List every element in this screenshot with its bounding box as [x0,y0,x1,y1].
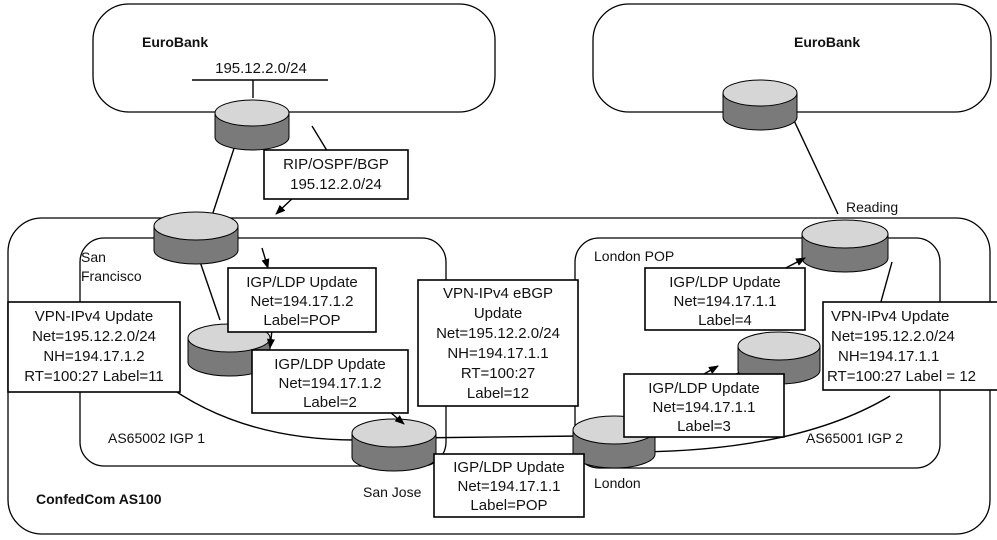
rip-update-line: 195.12.2.0/24 [290,176,382,193]
eurobank-right-label: EuroBank [794,34,860,50]
eurobank-site-left [92,3,496,113]
rip-update-box [263,149,409,200]
arrow-sf-igp [261,247,270,269]
rip-update-line: RIP/OSPF/BGP [283,156,389,173]
san-francisco-label-2: Francisco [81,268,142,284]
igp-mid-left-line: Label=2 [303,394,357,411]
igp-sf-line: Net=194.17.1.2 [250,293,353,310]
provider-label: ConfedCom AS100 [36,491,162,507]
san-francisco-label-1: San [81,249,106,265]
igp-update-box-sf [227,267,377,333]
vpn-center-line: Label=12 [467,385,529,402]
link-sanjose-london [409,435,583,439]
router-san-francisco [153,211,239,265]
igp-update-box-london [623,373,785,438]
igp-bottom-line: Net=194.17.1.1 [457,478,560,495]
igp-update-box-reading [644,267,806,331]
vpn-update-box-right [822,301,997,391]
eurobank-left-label: EuroBank [142,34,208,50]
igp-sf-line: Label=POP [263,312,340,329]
vpn-right-line: RT=100:27 Label = 12 [827,368,976,385]
router-ce-left [214,99,290,151]
vpn-center-line: RT=100:27 [461,365,535,382]
igp-mid-left-line: IGP/LDP Update [274,356,385,373]
igp-reading-line: IGP/LDP Update [669,274,780,291]
vpn-left-line: NH=194.17.1.2 [43,348,144,365]
link-ce-right-reading [789,111,839,215]
router-ce-right [722,79,798,131]
igp-bottom-line: IGP/LDP Update [453,459,564,476]
vpn-right-line: VPN-IPv4 Update [831,308,949,325]
igp-london-line: IGP/LDP Update [648,380,759,397]
igp-update-box-bottom [433,453,585,518]
vpn-update-box-left [7,301,181,393]
vpn-center-line: VPN-IPv4 eBGP [443,285,553,302]
router-san-jose [351,418,437,472]
router-reading [801,219,889,273]
igp-london-line: Net=194.17.1.1 [652,399,755,416]
san-jose-label: San Jose [363,484,422,500]
reading-label: Reading [846,199,898,215]
arrow-san-jose-igp [389,411,405,425]
igp-reading-line: Label=4 [698,312,752,329]
igp-london-line: Label=3 [677,418,731,435]
vpn-left-line: Net=195.12.2.0/24 [32,328,156,345]
vpn-ebgp-update-box [417,279,579,407]
as65001-label: AS65001 IGP 2 [806,430,903,446]
subnet-label: 195.12.2.0/24 [215,60,307,77]
london-pop-label: London POP [594,248,674,264]
vpn-center-line: NH=194.17.1.1 [447,345,548,362]
vpn-right-line: Net=195.12.2.0/24 [831,328,955,345]
vpn-left-line: VPN-IPv4 Update [35,308,153,325]
london-label: London [594,475,641,491]
vpn-left-line: RT=100:27 Label=11 [24,368,164,385]
igp-update-box-mid-left [251,349,409,414]
vpn-right-line: NH=194.17.1.1 [838,348,939,365]
arrow-mid-igp [267,329,275,349]
igp-bottom-line: Label=POP [470,497,547,514]
igp-reading-line: Net=194.17.1.1 [673,293,776,310]
igp-sf-line: IGP/LDP Update [246,274,357,291]
vpn-center-line: Net=195.12.2.0/24 [436,325,560,342]
vpn-center-line: Update [474,305,522,322]
igp-mid-left-line: Net=194.17.1.2 [278,375,381,392]
as65002-label: AS65002 IGP 1 [108,430,205,446]
